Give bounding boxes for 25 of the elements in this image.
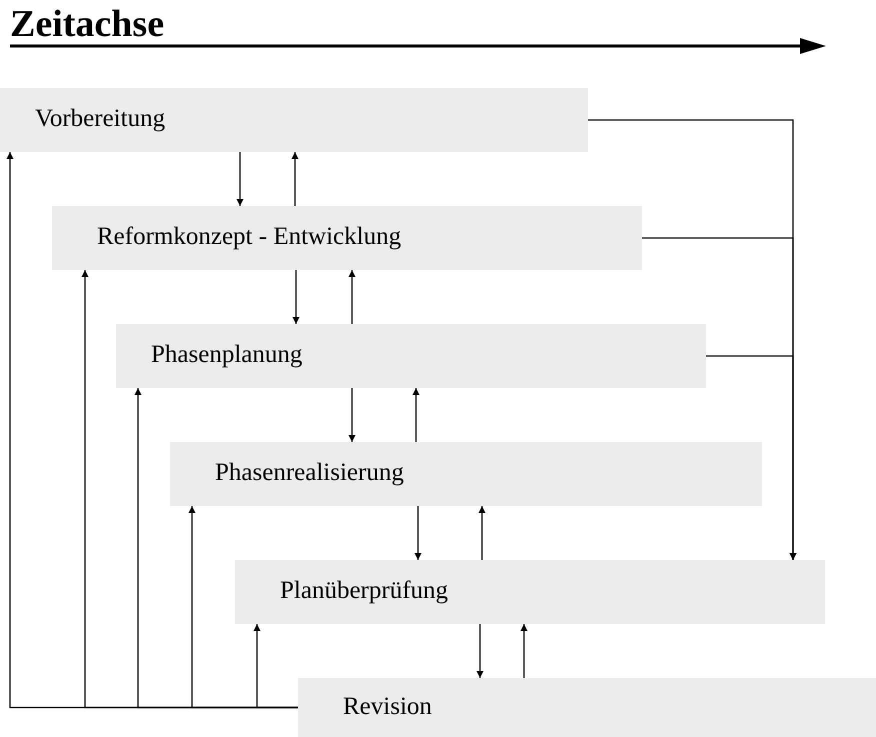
- arrow: [520, 624, 528, 678]
- process-box: [235, 560, 825, 624]
- process-box: [170, 442, 762, 506]
- process-box: [52, 206, 642, 270]
- arrow: [706, 355, 796, 560]
- process-box: [298, 678, 876, 737]
- box-label: Phasenrealisierung: [215, 459, 404, 487]
- arrow: [476, 624, 484, 678]
- box-label: Phasenplanung: [151, 341, 302, 369]
- arrow: [414, 506, 422, 560]
- arrow: [412, 388, 420, 442]
- arrow: [292, 270, 300, 324]
- box-label: Vorbereitung: [35, 105, 166, 133]
- arrow: [348, 270, 356, 324]
- arrow: [292, 152, 298, 206]
- arrow: [236, 152, 244, 206]
- process-box: [116, 324, 706, 388]
- box-label: Revision: [343, 692, 432, 720]
- box-label: Reformkonzept - Entwicklung: [97, 223, 402, 251]
- arrow: [348, 388, 356, 442]
- process-box: [0, 88, 588, 152]
- title: Zeitachse: [10, 2, 164, 46]
- arrow: [478, 506, 486, 560]
- arrow: [254, 624, 298, 708]
- box-label: Planüberprüfung: [280, 577, 448, 605]
